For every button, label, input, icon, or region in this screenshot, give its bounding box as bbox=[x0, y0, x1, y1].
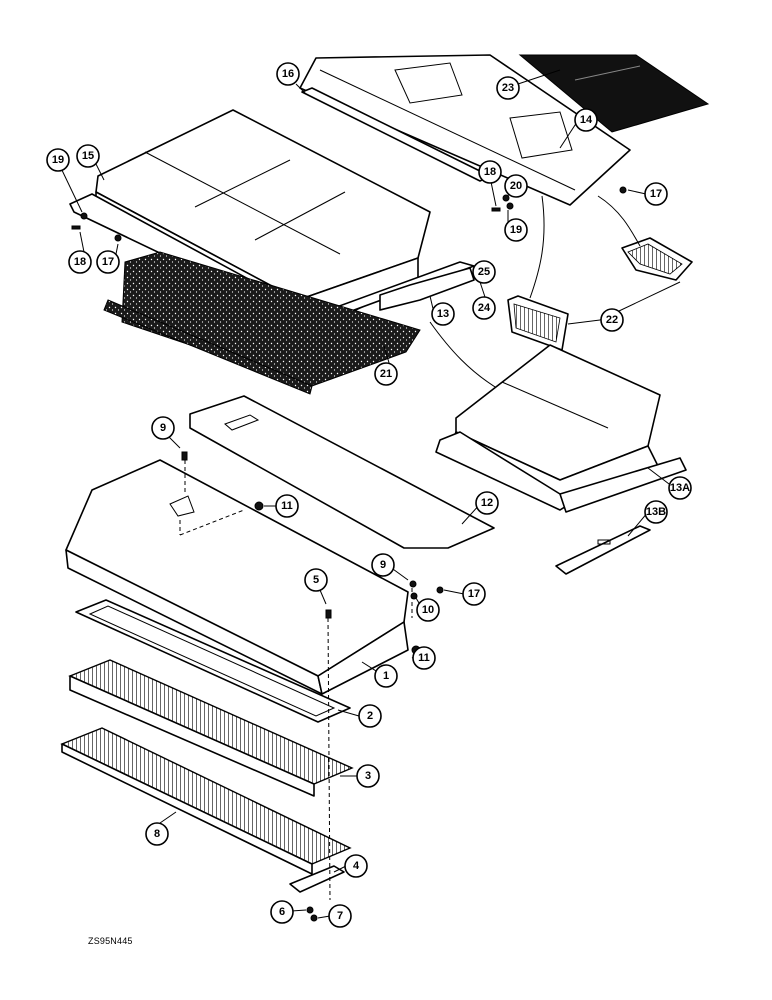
callout-23: 23 bbox=[496, 76, 520, 100]
svg-text:5: 5 bbox=[313, 574, 319, 586]
svg-text:18: 18 bbox=[74, 256, 86, 268]
clip-4 bbox=[289, 865, 345, 893]
callout-24: 24 bbox=[472, 296, 496, 320]
svg-text:3: 3 bbox=[365, 770, 371, 782]
svg-text:20: 20 bbox=[510, 180, 522, 192]
svg-text:19: 19 bbox=[510, 224, 522, 236]
svg-text:15: 15 bbox=[82, 150, 94, 162]
callout-19-right: 19 bbox=[504, 218, 528, 242]
svg-text:13: 13 bbox=[437, 308, 449, 320]
lower-housing-1 bbox=[65, 459, 409, 695]
callout-12: 12 bbox=[475, 491, 499, 515]
svg-text:16: 16 bbox=[282, 68, 294, 80]
callout-2: 2 bbox=[358, 704, 382, 728]
bracket-13 bbox=[379, 267, 475, 311]
callout-6: 6 bbox=[270, 900, 294, 924]
bracket-13b bbox=[555, 525, 651, 575]
callout-17-right: 17 bbox=[644, 182, 668, 206]
svg-text:14: 14 bbox=[580, 114, 593, 126]
callout-14: 14 bbox=[574, 108, 598, 132]
svg-text:10: 10 bbox=[422, 604, 434, 616]
callout-18-right: 18 bbox=[478, 160, 502, 184]
callout-10: 10 bbox=[416, 598, 440, 622]
callout-3: 3 bbox=[356, 764, 380, 788]
svg-text:6: 6 bbox=[279, 906, 285, 918]
vent-22a bbox=[621, 237, 693, 281]
panel-23 bbox=[518, 54, 710, 133]
callout-8: 8 bbox=[145, 822, 169, 846]
svg-text:17: 17 bbox=[102, 256, 114, 268]
callout-19-left: 19 bbox=[46, 148, 70, 172]
callout-9-upper: 9 bbox=[151, 416, 175, 440]
callout-9-lower: 9 bbox=[371, 553, 395, 577]
svg-text:24: 24 bbox=[478, 302, 491, 314]
callout-1: 1 bbox=[374, 664, 398, 688]
callout-7: 7 bbox=[328, 904, 352, 928]
callout-13b: 13B bbox=[644, 500, 668, 524]
callout-21: 21 bbox=[374, 362, 398, 386]
grille-tray-8 bbox=[60, 727, 352, 875]
svg-text:21: 21 bbox=[380, 368, 392, 380]
svg-text:17: 17 bbox=[468, 588, 480, 600]
callout-5: 5 bbox=[304, 568, 328, 592]
callout-13a: 13A bbox=[668, 476, 692, 500]
svg-text:12: 12 bbox=[481, 497, 493, 509]
drawing-code: ZS95N445 bbox=[88, 936, 133, 946]
svg-text:8: 8 bbox=[154, 828, 160, 840]
callout-16: 16 bbox=[276, 62, 300, 86]
svg-text:11: 11 bbox=[418, 652, 430, 664]
svg-text:4: 4 bbox=[353, 860, 360, 872]
svg-text:7: 7 bbox=[337, 910, 343, 922]
callout-4: 4 bbox=[344, 854, 368, 878]
gasket-2 bbox=[75, 599, 351, 723]
svg-text:13B: 13B bbox=[646, 506, 666, 518]
svg-text:11: 11 bbox=[281, 500, 293, 512]
filter-3 bbox=[68, 659, 354, 797]
svg-text:1: 1 bbox=[383, 670, 389, 682]
callout-20: 20 bbox=[504, 174, 528, 198]
callout-13: 13 bbox=[431, 302, 455, 326]
callout-11-lower: 11 bbox=[412, 646, 436, 670]
callout-15: 15 bbox=[76, 144, 100, 168]
callout-11-upper: 11 bbox=[275, 494, 299, 518]
svg-text:18: 18 bbox=[484, 166, 496, 178]
svg-text:13A: 13A bbox=[670, 482, 690, 494]
callout-25: 25 bbox=[472, 260, 496, 284]
svg-text:22: 22 bbox=[606, 314, 618, 326]
duct-housing-14 bbox=[299, 54, 631, 206]
plate-12 bbox=[189, 395, 495, 549]
insulation-pad-21 bbox=[103, 251, 421, 395]
svg-text:9: 9 bbox=[380, 559, 386, 571]
roof-13a bbox=[435, 344, 687, 513]
callout-17-left: 17 bbox=[96, 250, 120, 274]
svg-text:9: 9 bbox=[160, 422, 166, 434]
callout-18-left: 18 bbox=[68, 250, 92, 274]
vent-22b bbox=[507, 295, 569, 351]
callout-22: 22 bbox=[600, 308, 624, 332]
svg-text:2: 2 bbox=[367, 710, 373, 722]
callout-17-mid: 17 bbox=[462, 582, 486, 606]
svg-text:19: 19 bbox=[52, 154, 64, 166]
svg-text:23: 23 bbox=[502, 82, 514, 94]
svg-text:17: 17 bbox=[650, 188, 662, 200]
svg-text:25: 25 bbox=[478, 266, 490, 278]
